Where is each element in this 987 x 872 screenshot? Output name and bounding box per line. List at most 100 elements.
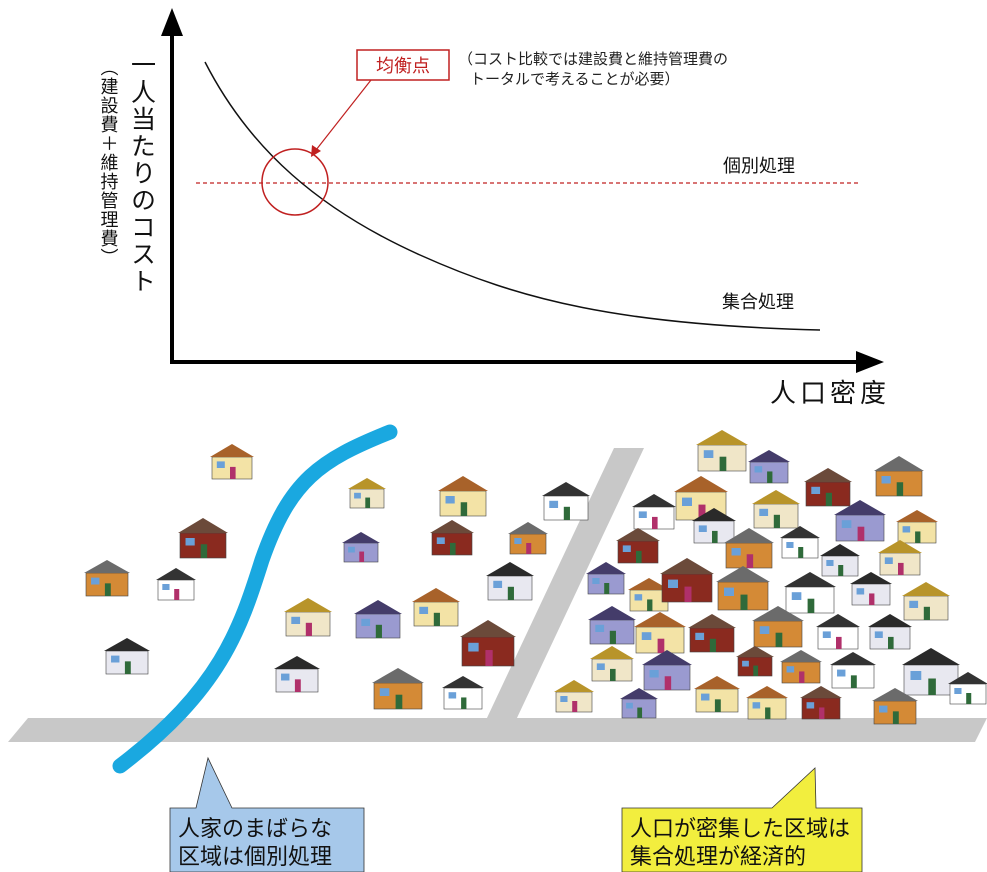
house-window	[884, 557, 893, 564]
equilibrium-pointer-head	[311, 145, 321, 157]
house-icon	[284, 598, 332, 637]
house-window	[754, 466, 763, 473]
house-door	[359, 551, 365, 562]
house-window	[560, 696, 568, 702]
house-door	[563, 506, 570, 520]
house-roof	[210, 444, 254, 457]
house-roof	[674, 476, 728, 492]
house-roof	[874, 456, 924, 471]
house-icon	[590, 646, 634, 682]
house-door	[636, 550, 642, 563]
house-roof	[696, 430, 748, 445]
house-window	[791, 592, 802, 600]
house-door	[375, 624, 382, 638]
house-roof	[694, 676, 740, 689]
house-roof	[508, 522, 548, 534]
house-icon	[438, 476, 488, 517]
collective-treatment-curve	[204, 61, 821, 331]
house-roof	[104, 638, 150, 651]
house-door	[485, 650, 493, 666]
x-axis-arrowhead	[856, 351, 884, 373]
callout-dense-box	[621, 767, 863, 872]
house-door	[767, 471, 773, 483]
house-icon	[872, 688, 918, 725]
house-door	[305, 622, 312, 636]
house-window	[826, 560, 834, 566]
house-roof	[632, 494, 676, 507]
house-icon	[696, 430, 748, 472]
house-door	[604, 583, 610, 594]
house-icon	[616, 528, 660, 564]
house-icon	[780, 526, 820, 559]
house-window	[216, 461, 225, 468]
house-window	[436, 537, 445, 544]
house-icon	[736, 646, 774, 677]
house-icon	[800, 686, 842, 720]
house-window	[682, 497, 692, 506]
house-door	[609, 630, 616, 644]
house-roof	[800, 686, 842, 698]
house-door	[365, 497, 371, 508]
equilibrium-pointer	[315, 79, 372, 151]
cost-note-line1: （コスト比較では建設費と維持管理費の	[458, 50, 728, 68]
river	[112, 424, 398, 774]
house-roof	[372, 668, 424, 683]
house-window	[742, 660, 749, 667]
house-roof	[784, 572, 836, 587]
house-roof	[948, 672, 987, 684]
house-roof	[634, 612, 686, 627]
house-door	[825, 492, 832, 506]
equilibrium-label-box	[356, 49, 450, 81]
house-roof	[354, 600, 402, 614]
house-door	[923, 606, 930, 620]
house-door	[460, 502, 468, 516]
house-window	[731, 548, 741, 556]
y-axis-subtitle: （建設費＋維持管理費）	[98, 58, 119, 267]
house-door	[892, 711, 899, 724]
house-door	[819, 707, 825, 719]
cost-graph: 一人当たりのコスト （建設費＋維持管理費） 人口密度 個別処理 集合処理 均衡点…	[98, 8, 886, 409]
house-icon	[948, 672, 987, 705]
house-window	[354, 492, 361, 499]
house-icon	[746, 686, 788, 720]
house-window	[724, 587, 734, 596]
house-icon	[820, 544, 860, 577]
house-icon	[694, 676, 740, 713]
house-door	[652, 516, 658, 529]
house-icon	[830, 652, 876, 689]
house-door	[104, 583, 111, 596]
house-door	[572, 701, 578, 712]
house-window	[348, 546, 355, 553]
house-roof	[642, 650, 692, 665]
house-window	[634, 594, 643, 601]
house-roof	[816, 614, 860, 627]
house-icon	[902, 648, 960, 696]
house-window	[910, 671, 922, 680]
house-window	[468, 642, 479, 652]
house-roof	[902, 648, 960, 665]
house-icon	[902, 582, 950, 621]
house-door	[966, 693, 972, 704]
house-window	[954, 688, 962, 694]
house-icon	[460, 620, 516, 667]
house-icon	[178, 518, 228, 559]
house-window	[811, 486, 821, 494]
house-roof	[620, 688, 658, 699]
house-icon	[716, 566, 770, 611]
house-door	[637, 707, 643, 718]
house-roof	[412, 588, 460, 602]
diagonal-road	[486, 448, 644, 720]
house-door	[200, 544, 208, 558]
house-window	[379, 688, 390, 696]
house-door	[896, 482, 904, 496]
house-door	[773, 514, 780, 528]
main-road	[8, 718, 987, 742]
house-window	[592, 578, 600, 584]
house-window	[596, 663, 605, 670]
house-door	[395, 694, 403, 709]
house-icon	[274, 656, 320, 693]
y-axis-title: 一人当たりのコスト	[128, 52, 157, 295]
house-window	[595, 624, 605, 632]
house-roof	[780, 526, 820, 538]
house-window	[909, 600, 919, 608]
